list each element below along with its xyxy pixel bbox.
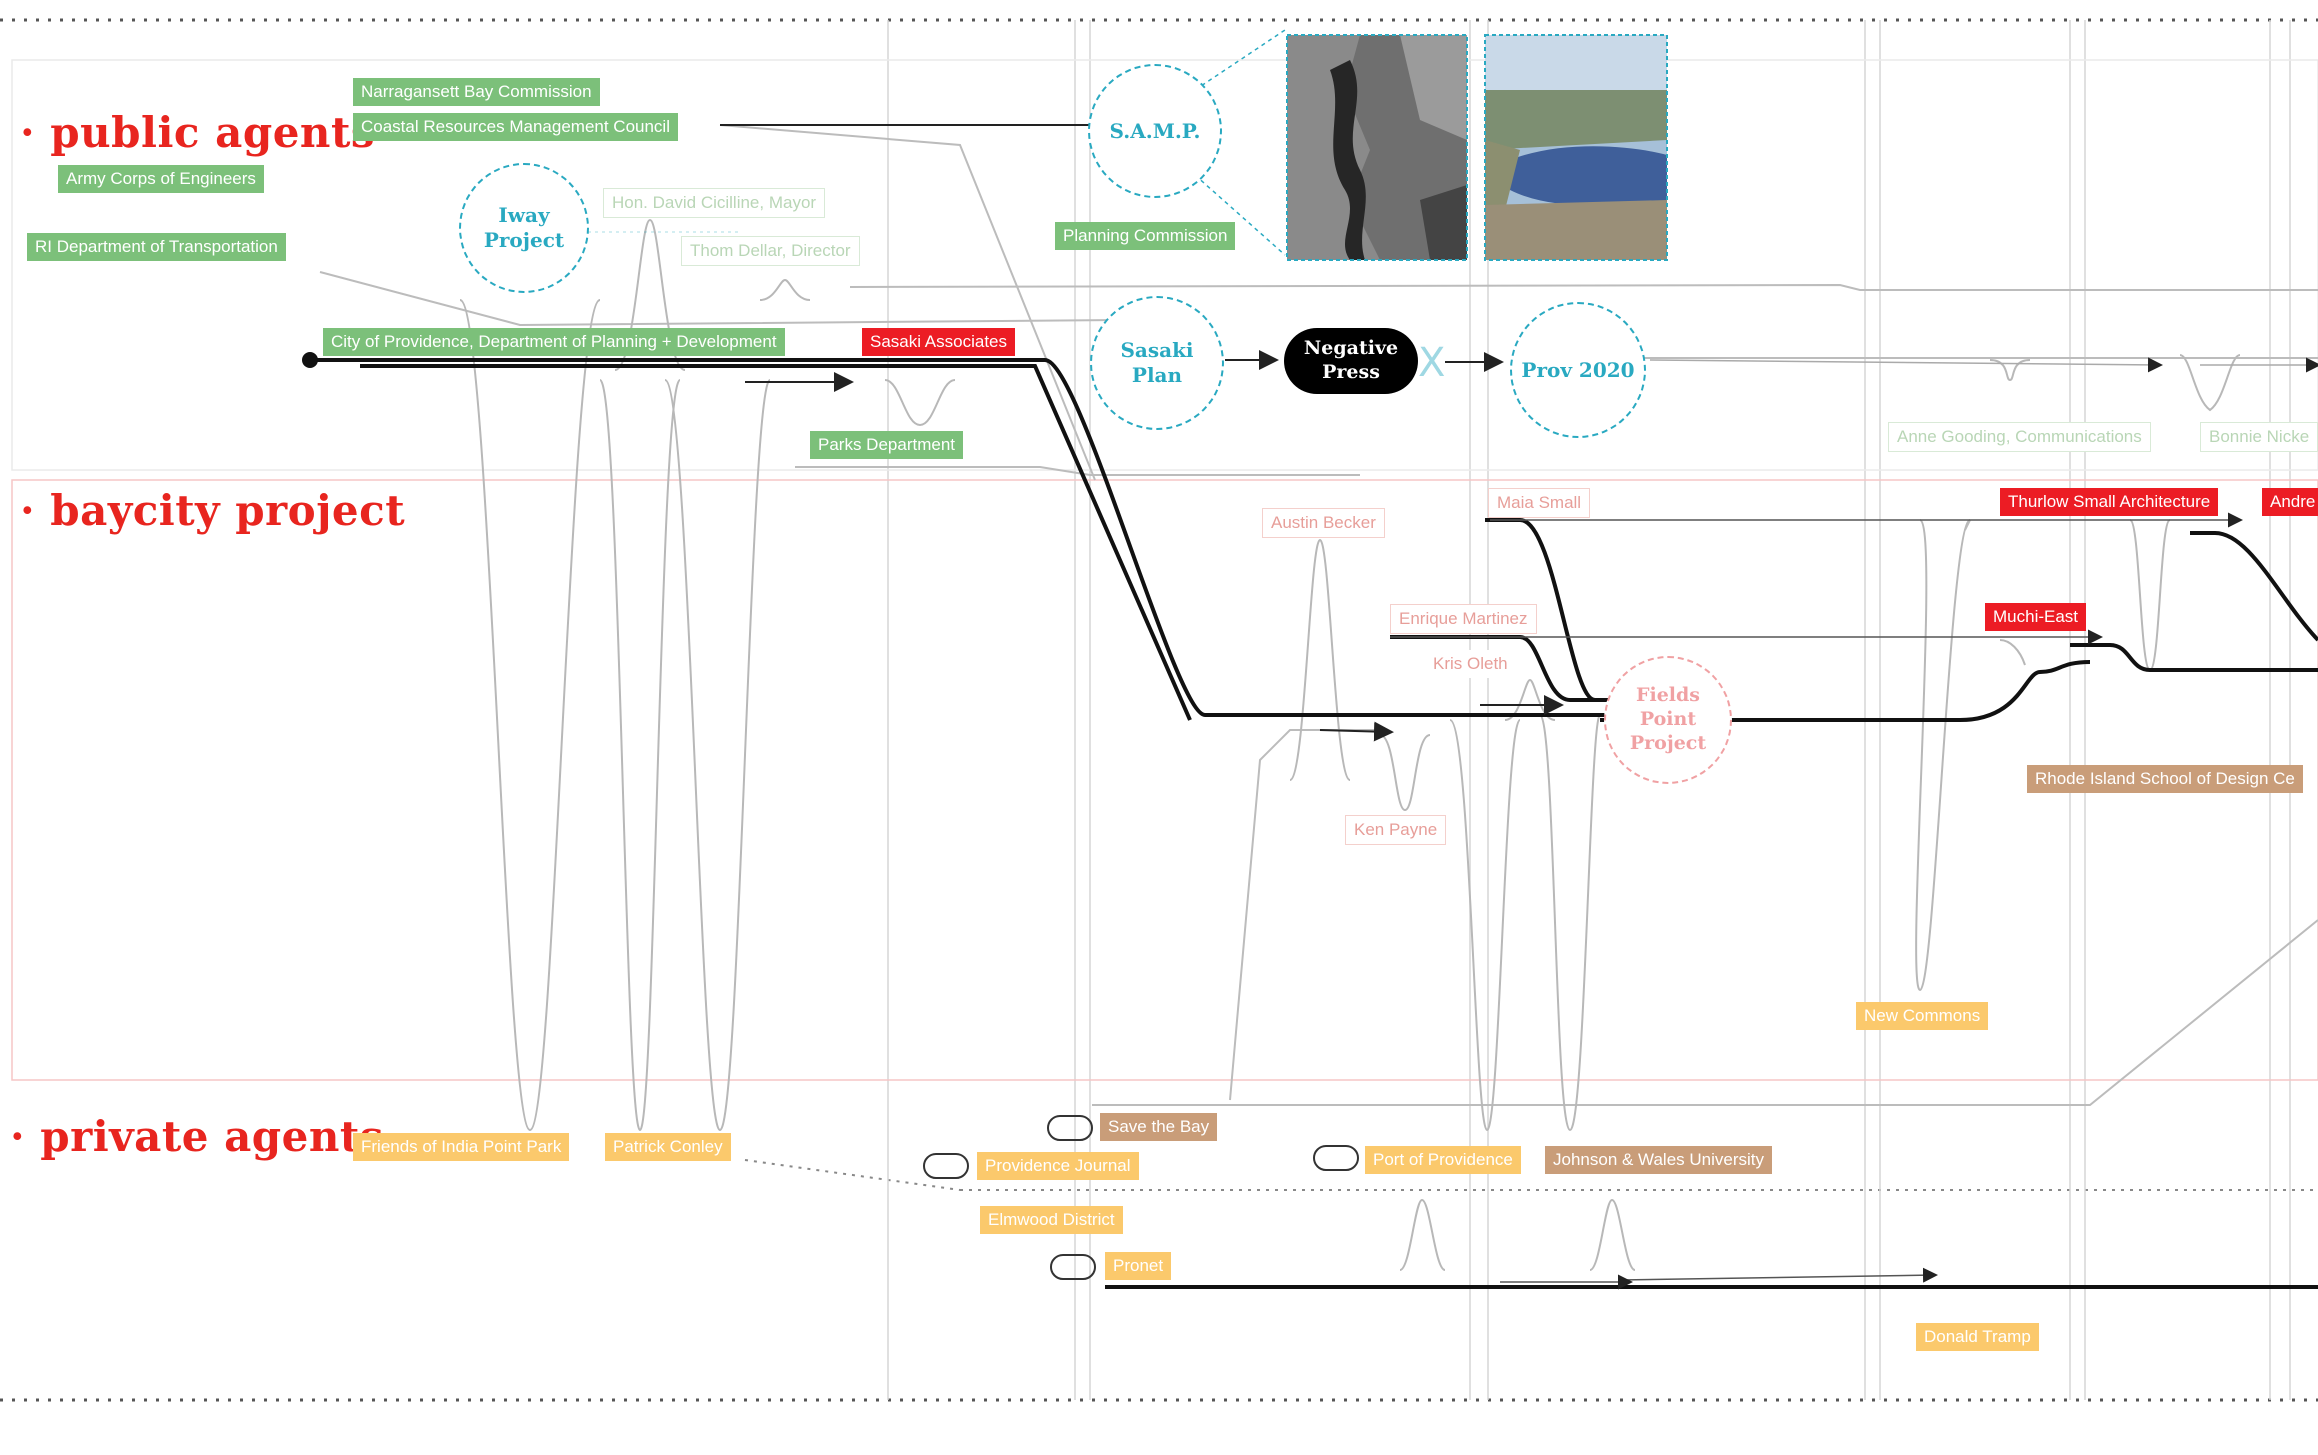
node-samp[interactable]: S.A.M.P. [1088,64,1222,198]
private-agents-heading: · private agents [10,1112,384,1161]
heading-bullet-icon: · [20,108,36,157]
cancel-x-icon: X [1418,340,1446,386]
pill-pronet-icon [1050,1254,1096,1280]
grey-connectors [319,124,2318,1106]
dip-curves [459,218,2241,1271]
heading-bullet-icon: · [20,486,36,535]
pill-save-bay-icon [1047,1115,1093,1141]
aerial-photo-1 [1286,34,1468,261]
tag-dellar[interactable]: Thom Dellar, Director [681,236,860,266]
tag-parks[interactable]: Parks Department [810,431,963,459]
tag-ken-payne[interactable]: Ken Payne [1345,815,1447,845]
tag-narragansett[interactable]: Narragansett Bay Commission [353,78,600,106]
tag-planning-commission[interactable]: Planning Commission [1055,222,1236,250]
heading-bullet-icon: · [10,1112,26,1161]
aerial-photo-2 [1484,34,1668,261]
tag-army-corps[interactable]: Army Corps of Engineers [58,165,264,193]
tag-muchi-east[interactable]: Muchi-East [1985,603,2087,631]
private-dotted-link [744,1159,961,1191]
tag-gooding[interactable]: Anne Gooding, Communications [1888,422,2151,452]
tag-city-planning[interactable]: City of Providence, Department of Planni… [323,328,785,356]
node-iway-project[interactable]: Iway Project [459,163,589,293]
baycity-box [11,479,2318,1081]
tag-donald-tramp[interactable]: Donald Tramp [1916,1323,2039,1351]
tag-friends-india-point[interactable]: Friends of India Point Park [353,1133,570,1161]
tag-nickerson[interactable]: Bonnie Nicke [2200,422,2318,452]
vertical-grid [887,20,2291,1400]
node-fields-point[interactable]: Fields Point Project [1604,656,1732,784]
tag-enrique-martinez[interactable]: Enrique Martinez [1390,604,1537,634]
public-agents-label: public agents [50,108,376,157]
tag-thurlow-small[interactable]: Thurlow Small Architecture [2000,488,2219,516]
public-agents-heading: · public agents [20,108,375,157]
arrow-connectors [720,124,2318,1290]
baycity-project-heading: · baycity project [20,486,405,535]
tag-kris-oleth[interactable]: Kris Oleth [1425,650,1516,678]
tag-risd[interactable]: Rhode Island School of Design Ce [2027,765,2303,793]
timeline-start-dot [302,352,318,368]
tag-johnson-wales[interactable]: Johnson & Wales University [1545,1146,1773,1174]
tag-new-commons[interactable]: New Commons [1856,1002,1989,1030]
tag-providence-journal[interactable]: Providence Journal [977,1152,1139,1180]
tag-pronet[interactable]: Pronet [1105,1252,1172,1280]
samp-photo-link [1194,29,1286,91]
tag-maia-small[interactable]: Maia Small [1488,488,1591,518]
main-timelines [310,358,2318,1289]
tag-coastal[interactable]: Coastal Resources Management Council [353,113,678,141]
private-agents-label: private agents [40,1112,384,1161]
tag-mayor[interactable]: Hon. David Cicilline, Mayor [603,188,826,218]
tag-andre[interactable]: Andre [2262,488,2318,516]
tag-sasaki-associates[interactable]: Sasaki Associates [862,328,1016,356]
tag-patrick-conley[interactable]: Patrick Conley [605,1133,731,1161]
baycity-project-label: baycity project [50,486,406,535]
tag-elmwood[interactable]: Elmwood District [980,1206,1123,1234]
pill-port-icon [1313,1145,1359,1171]
tag-save-the-bay[interactable]: Save the Bay [1100,1113,1218,1141]
tag-port-providence[interactable]: Port of Providence [1365,1146,1521,1174]
node-prov2020[interactable]: Prov 2020 [1510,302,1646,438]
node-sasaki-plan[interactable]: Sasaki Plan [1090,296,1224,430]
pill-journal-icon [923,1153,969,1179]
public-box [11,59,2318,471]
tag-ridot[interactable]: RI Department of Transportation [27,233,286,261]
node-negative-press[interactable]: Negative Press [1284,328,1418,394]
tag-austin-becker[interactable]: Austin Becker [1262,508,1385,538]
